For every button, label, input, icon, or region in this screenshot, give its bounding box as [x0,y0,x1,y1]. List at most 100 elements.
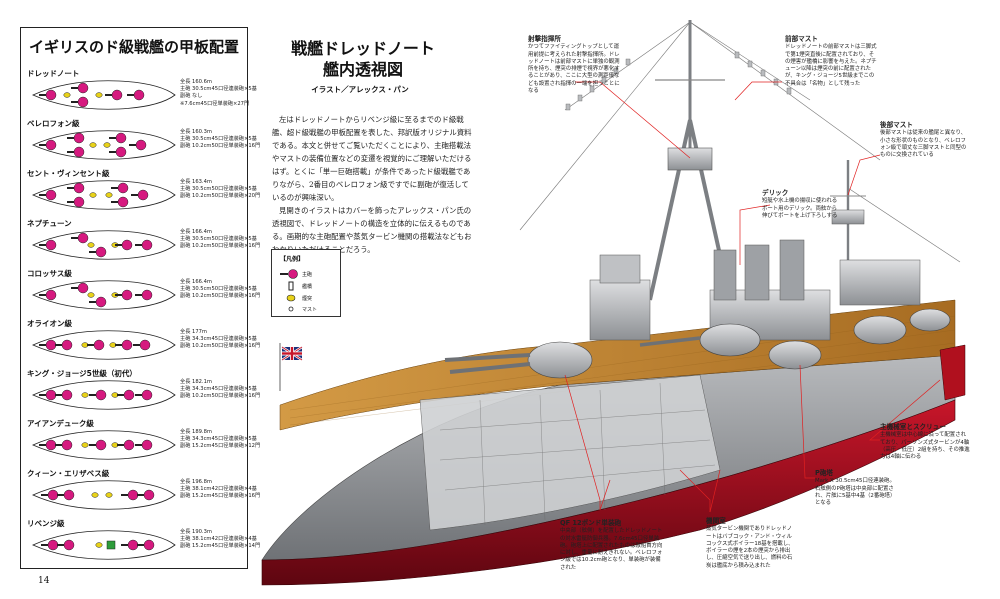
turret-mark [123,439,135,451]
turret-mark [95,246,107,258]
gun-barrel-mark [39,244,46,246]
turret-mark [45,289,57,301]
gun-barrel-mark [41,544,48,546]
gun-barrel-mark [67,151,74,153]
spec-line: 全長 166.4m [180,229,212,235]
spec-line: 主砲 34.3cm45口径連装砲×5基 [180,386,257,393]
gun-barrel-mark [121,494,128,496]
turret-mark [117,196,129,208]
turret-mark [45,389,57,401]
article-title: 戦艦ドレッドノート 艦内透視図 [283,38,443,80]
funnel-mark [63,92,71,98]
bridge [599,254,641,284]
aircraft-mark [106,540,116,550]
mast-icon [288,306,294,312]
gun-barrel-mark [111,187,118,189]
ship-class-name: ドレッドノート [27,69,80,78]
callout-spotting-top: 射撃指揮所 かつてファイティングトップとして運用前提に考えられた射撃指揮所。ドレ… [528,35,620,95]
turret-mark [73,146,85,158]
spec-line: 主砲 30.5cm50口径連装砲×5基 [180,286,257,293]
deck-plan-diagram [32,430,176,460]
turret-mark [95,296,107,308]
gun-barrel-mark [71,101,78,103]
hull-outline [32,80,176,110]
legend-item-funnel: 煙突 [280,293,312,303]
turret-mark [73,196,85,208]
spec-line: 主砲 30.5cm45口径連装砲×5基 [180,136,257,143]
hull-lower [261,399,956,586]
gun-barrel-mark [135,444,142,446]
gun-barrel-mark [111,201,118,203]
gun-barrel-mark [105,94,112,96]
spec-line: 副砲 10.2cm50口径単装砲×16門 [180,393,261,400]
gun-barrel-mark [135,244,142,246]
turret-mark [73,132,85,144]
callout-foremast: 前部マスト ドレッドノートの前部マストは三脚式で第1煙突直後に配置されており、そ… [785,35,877,87]
spec-line: 全長 177m [180,329,207,335]
spec-line: 副砲 10.2cm50口径単装砲×16門 [180,143,261,150]
turret-mark [115,146,127,158]
gun-barrel-mark [57,494,64,496]
gun-barrel-mark [39,194,46,196]
deck-plan-diagram [32,380,176,410]
turret-mark [117,182,129,194]
gun-barrel-mark [115,244,122,246]
spec-line: 全長 160.6m [180,79,212,85]
gun-barrel-mark [131,194,138,196]
turret-mark [45,189,57,201]
turret-mark [143,489,155,501]
spec-line: 副砲 15.2cm45口径単装砲×14門 [180,543,261,550]
gun-barrel-mark [135,294,142,296]
turret-mark [45,139,57,151]
funnel-mark [105,192,113,198]
spec-line: 主砲 30.5cm50口径連装砲×5基 [180,186,257,193]
callout-derrick: デリック 短艇や水上機の揚収に使われるボート用のデリック。両舷から伸びてボートを… [762,189,838,219]
funnel-mark [91,492,99,498]
turret-mark [77,282,89,294]
callout-machinery: 主機械室とスクリュー 主機械室は中心線に沿って配置されており、パーソンズ式タービ… [880,423,970,461]
turret-mark [61,389,73,401]
turret-mark [77,82,89,94]
spec-line: 主砲 34.3cm45口径連装砲×5基 [180,436,257,443]
spotting-top [667,147,713,171]
spec-line: 副砲 10.2cm50口径単装砲×20門 [180,193,261,200]
spec-line: 全長 182.1m [180,379,212,385]
spec-line: 副砲 10.2cm50口径単装砲×16門 [180,343,261,350]
illustration-credit: イラスト／アレックス・パン [311,85,409,94]
turret-mark [95,439,107,451]
turret-mark [61,339,73,351]
superstructure [589,239,921,341]
body-paragraph-1: 左はドレッドノートからリベンジ級に至るまでのド級戦艦、超ド級戦艦の甲板配置を表し… [272,115,472,202]
gun-barrel-mark [55,444,62,446]
funnel-2 [744,244,770,301]
turret-mark [127,539,139,551]
funnel-1 [713,249,737,301]
turret-mark [127,489,139,501]
spec-line: 副砲 10.2cm50口径単装砲×16門 [180,243,261,250]
stern [939,344,966,401]
legend-item-bridge: 艦橋 [280,281,312,291]
deck-plan-diagram [32,530,176,560]
callout-qf-guns: QF 12ポンド単装砲 中央部（舷側）を配置したドレッドノートの対水雷艇防御兵器… [560,519,663,571]
spec-line: 主砲 30.5cm50口径連装砲×5基 [180,236,257,243]
deck-plan-diagram [32,230,176,260]
funnel-mark [105,492,113,498]
gun-barrel-mark [87,344,94,346]
ship-class-name: クィーン・エリザベス級 [27,469,110,478]
spec-line: 主砲 34.3cm45口径連装砲×5基 [180,336,257,343]
turret-mark [123,389,135,401]
gun-barrel-mark [55,344,62,346]
legend-item-mast: マスト [280,304,317,314]
spec-line: 全長 190.3m [180,529,212,535]
funnel-mark [89,192,97,198]
